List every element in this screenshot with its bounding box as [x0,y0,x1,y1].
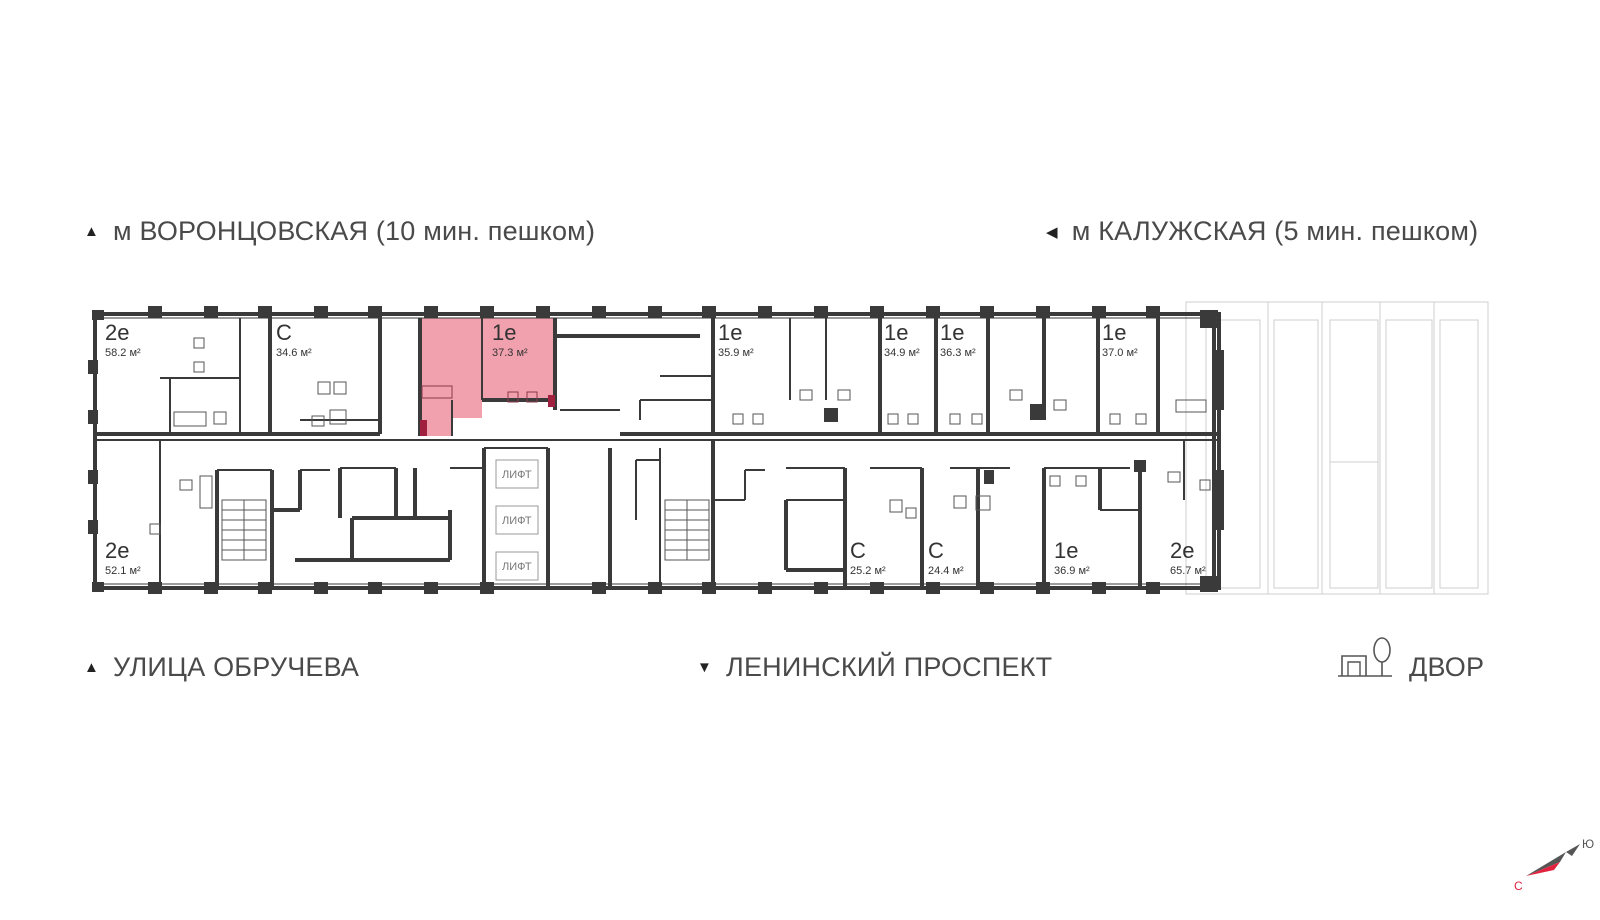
exterior-walls [93,312,1221,590]
unit-area-label: 37.0 м² [1102,347,1138,359]
unit-type-label: 1е [1102,320,1126,345]
compass-south-label: Ю [1582,837,1594,851]
unit-area-label: 25.2 м² [850,565,886,577]
unit-type-label: 1е [940,320,964,345]
lift-label: ЛИФТ [502,515,532,527]
sanitary-fixtures [149,337,1211,535]
direction-top-right-text: м КАЛУЖСКАЯ (5 мин. пешком) [1071,216,1479,246]
stairwell [664,499,710,561]
unit-area-label: 36.3 м² [940,347,976,359]
unit-type-label: С [850,538,866,563]
unit-area-label: 24.4 м² [928,565,964,577]
direction-bottom-left: ▲ УЛИЦА ОБРУЧЕВА [84,652,359,683]
unit-area-label: 34.6 м² [276,347,312,359]
unit-area-label: 34.9 м² [884,347,920,359]
direction-bottom-right: ДВОР [1409,652,1484,683]
unit-type-label: 2е [105,320,129,345]
terrace-area [1185,301,1489,595]
unit-area-label-selected: 37.3 м² [492,347,528,359]
unit-area-label: 52.1 м² [105,565,141,577]
lift-label: ЛИФТ [502,561,532,573]
unit-type-label: 1е [718,320,742,345]
direction-bottom-left-text: УЛИЦА ОБРУЧЕВА [113,652,360,682]
direction-top-left-text: м ВОРОНЦОВСКАЯ (10 мин. пешком) [113,216,596,246]
compass-north-label: С [1514,879,1523,893]
direction-arrow-icon: ▲ [84,223,100,240]
direction-arrow-icon: ▼ [697,659,713,676]
unit-type-label: 2е [1170,538,1194,563]
unit-area-label: 65.7 м² [1170,565,1206,577]
unit-type-label: С [928,538,944,563]
direction-bottom-right-text: ДВОР [1409,652,1485,682]
selected-unit-fill [420,318,555,436]
lift-shafts [495,459,539,581]
unit-type-label-selected: 1е [492,320,516,345]
direction-bottom-center-text: ЛЕНИНСКИЙ ПРОСПЕКТ [726,652,1053,682]
direction-bottom-center: ▼ ЛЕНИНСКИЙ ПРОСПЕКТ [697,652,1052,683]
lift-label: ЛИФТ [502,469,532,481]
interior-walls [95,318,1219,588]
stairwell [221,499,267,561]
direction-top-right: ◀ м КАЛУЖСКАЯ (5 мин. пешком) [1046,216,1478,247]
facade-pillars [88,306,1224,594]
courtyard-icon [1338,637,1392,677]
wall-accents [420,395,1146,484]
compass-icon: С Ю [1514,837,1594,893]
direction-top-left: ▲ м ВОРОНЦОВСКАЯ (10 мин. пешком) [84,216,595,247]
unit-labels: 2е 58.2 м² С 34.6 м² 1е 37.3 м² 1е 35.9 … [105,320,1206,577]
unit-type-label: 1е [884,320,908,345]
direction-arrow-icon: ▲ [84,659,100,676]
unit-area-label: 35.9 м² [718,347,754,359]
unit-area-label: 58.2 м² [105,347,141,359]
unit-area-label: 36.9 м² [1054,565,1090,577]
unit-type-label: 2е [105,538,129,563]
direction-arrow-icon: ◀ [1046,223,1058,241]
unit-type-label: 1е [1054,538,1078,563]
unit-type-label: С [276,320,292,345]
